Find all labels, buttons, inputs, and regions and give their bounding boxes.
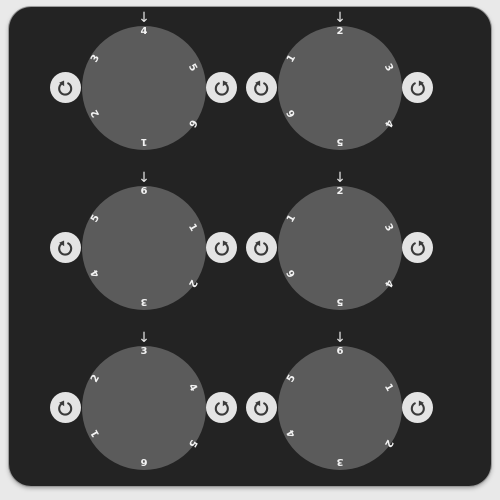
rotate-left-button[interactable] xyxy=(246,232,277,263)
rotate-counterclockwise-icon xyxy=(58,240,73,256)
rotate-counterclockwise-icon xyxy=(58,80,73,96)
dial-number: 3 xyxy=(336,456,344,467)
rotate-clockwise-icon xyxy=(214,80,229,96)
rotate-left-button[interactable] xyxy=(50,232,81,263)
rotate-right-button[interactable] xyxy=(206,392,237,423)
rotate-right-button[interactable] xyxy=(402,392,433,423)
dial-number: 6 xyxy=(140,186,148,197)
rotate-clockwise-icon xyxy=(214,240,229,256)
rotate-counterclockwise-icon xyxy=(254,80,269,96)
pointer-arrow-icon: ↓ xyxy=(334,10,346,26)
dial-number: 3 xyxy=(140,346,148,357)
dial-number: 6 xyxy=(140,456,148,467)
rotate-left-button[interactable] xyxy=(246,392,277,423)
pointer-arrow-icon: ↓ xyxy=(334,170,346,186)
pointer-arrow-icon: ↓ xyxy=(138,330,150,346)
dial xyxy=(278,346,402,470)
dial-number: 4 xyxy=(140,26,148,37)
dial-number: 2 xyxy=(336,186,344,197)
dial-number: 3 xyxy=(140,296,148,307)
dial-number: 1 xyxy=(140,136,148,147)
rotate-clockwise-icon xyxy=(410,240,425,256)
rotate-left-button[interactable] xyxy=(50,392,81,423)
rotate-clockwise-icon xyxy=(410,400,425,416)
dial xyxy=(82,26,206,150)
rotate-right-button[interactable] xyxy=(402,72,433,103)
rotate-right-button[interactable] xyxy=(206,72,237,103)
rotate-clockwise-icon xyxy=(214,400,229,416)
dial-number: 6 xyxy=(336,346,344,357)
rotate-counterclockwise-icon xyxy=(254,400,269,416)
dial xyxy=(82,186,206,310)
pointer-arrow-icon: ↓ xyxy=(138,170,150,186)
pointer-arrow-icon: ↓ xyxy=(334,330,346,346)
pointer-arrow-icon: ↓ xyxy=(138,10,150,26)
dial xyxy=(82,346,206,470)
rotate-clockwise-icon xyxy=(410,80,425,96)
rotate-right-button[interactable] xyxy=(206,232,237,263)
rotate-left-button[interactable] xyxy=(246,72,277,103)
dial xyxy=(278,26,402,150)
dial-number: 2 xyxy=(336,26,344,37)
rotate-left-button[interactable] xyxy=(50,72,81,103)
dial xyxy=(278,186,402,310)
rotate-right-button[interactable] xyxy=(402,232,433,263)
rotate-counterclockwise-icon xyxy=(58,400,73,416)
dial-number: 5 xyxy=(336,136,344,147)
rotate-counterclockwise-icon xyxy=(254,240,269,256)
dial-number: 5 xyxy=(336,296,344,307)
